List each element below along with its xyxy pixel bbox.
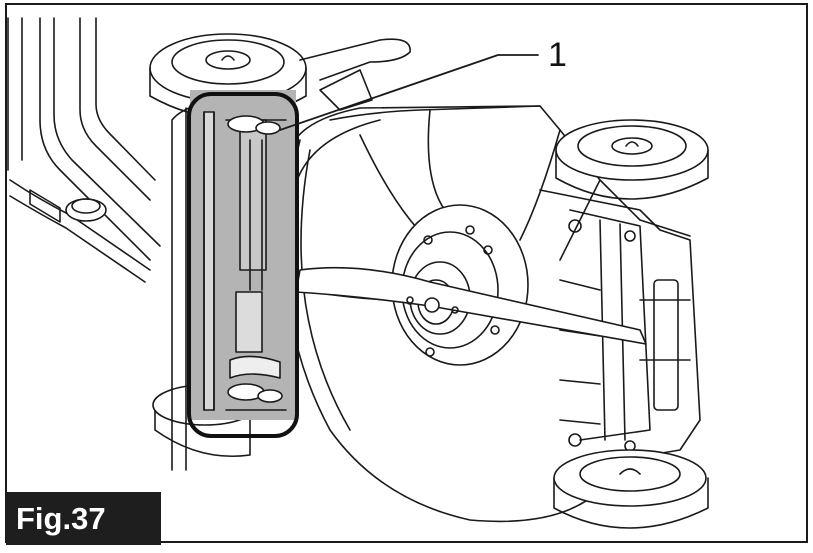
callout-number: 1	[548, 36, 567, 74]
handle-assembly	[7, 17, 161, 283]
front-wheel-bottom	[553, 449, 709, 529]
cutting-height-lever	[299, 38, 411, 81]
highlight-outline	[187, 92, 299, 438]
blade	[295, 266, 647, 345]
highlighted-area	[187, 90, 299, 438]
callout-leader-line	[279, 54, 539, 131]
figure-label: Fig.37	[6, 492, 161, 545]
front-wheel-top	[555, 119, 709, 200]
handle-knob	[65, 198, 107, 222]
